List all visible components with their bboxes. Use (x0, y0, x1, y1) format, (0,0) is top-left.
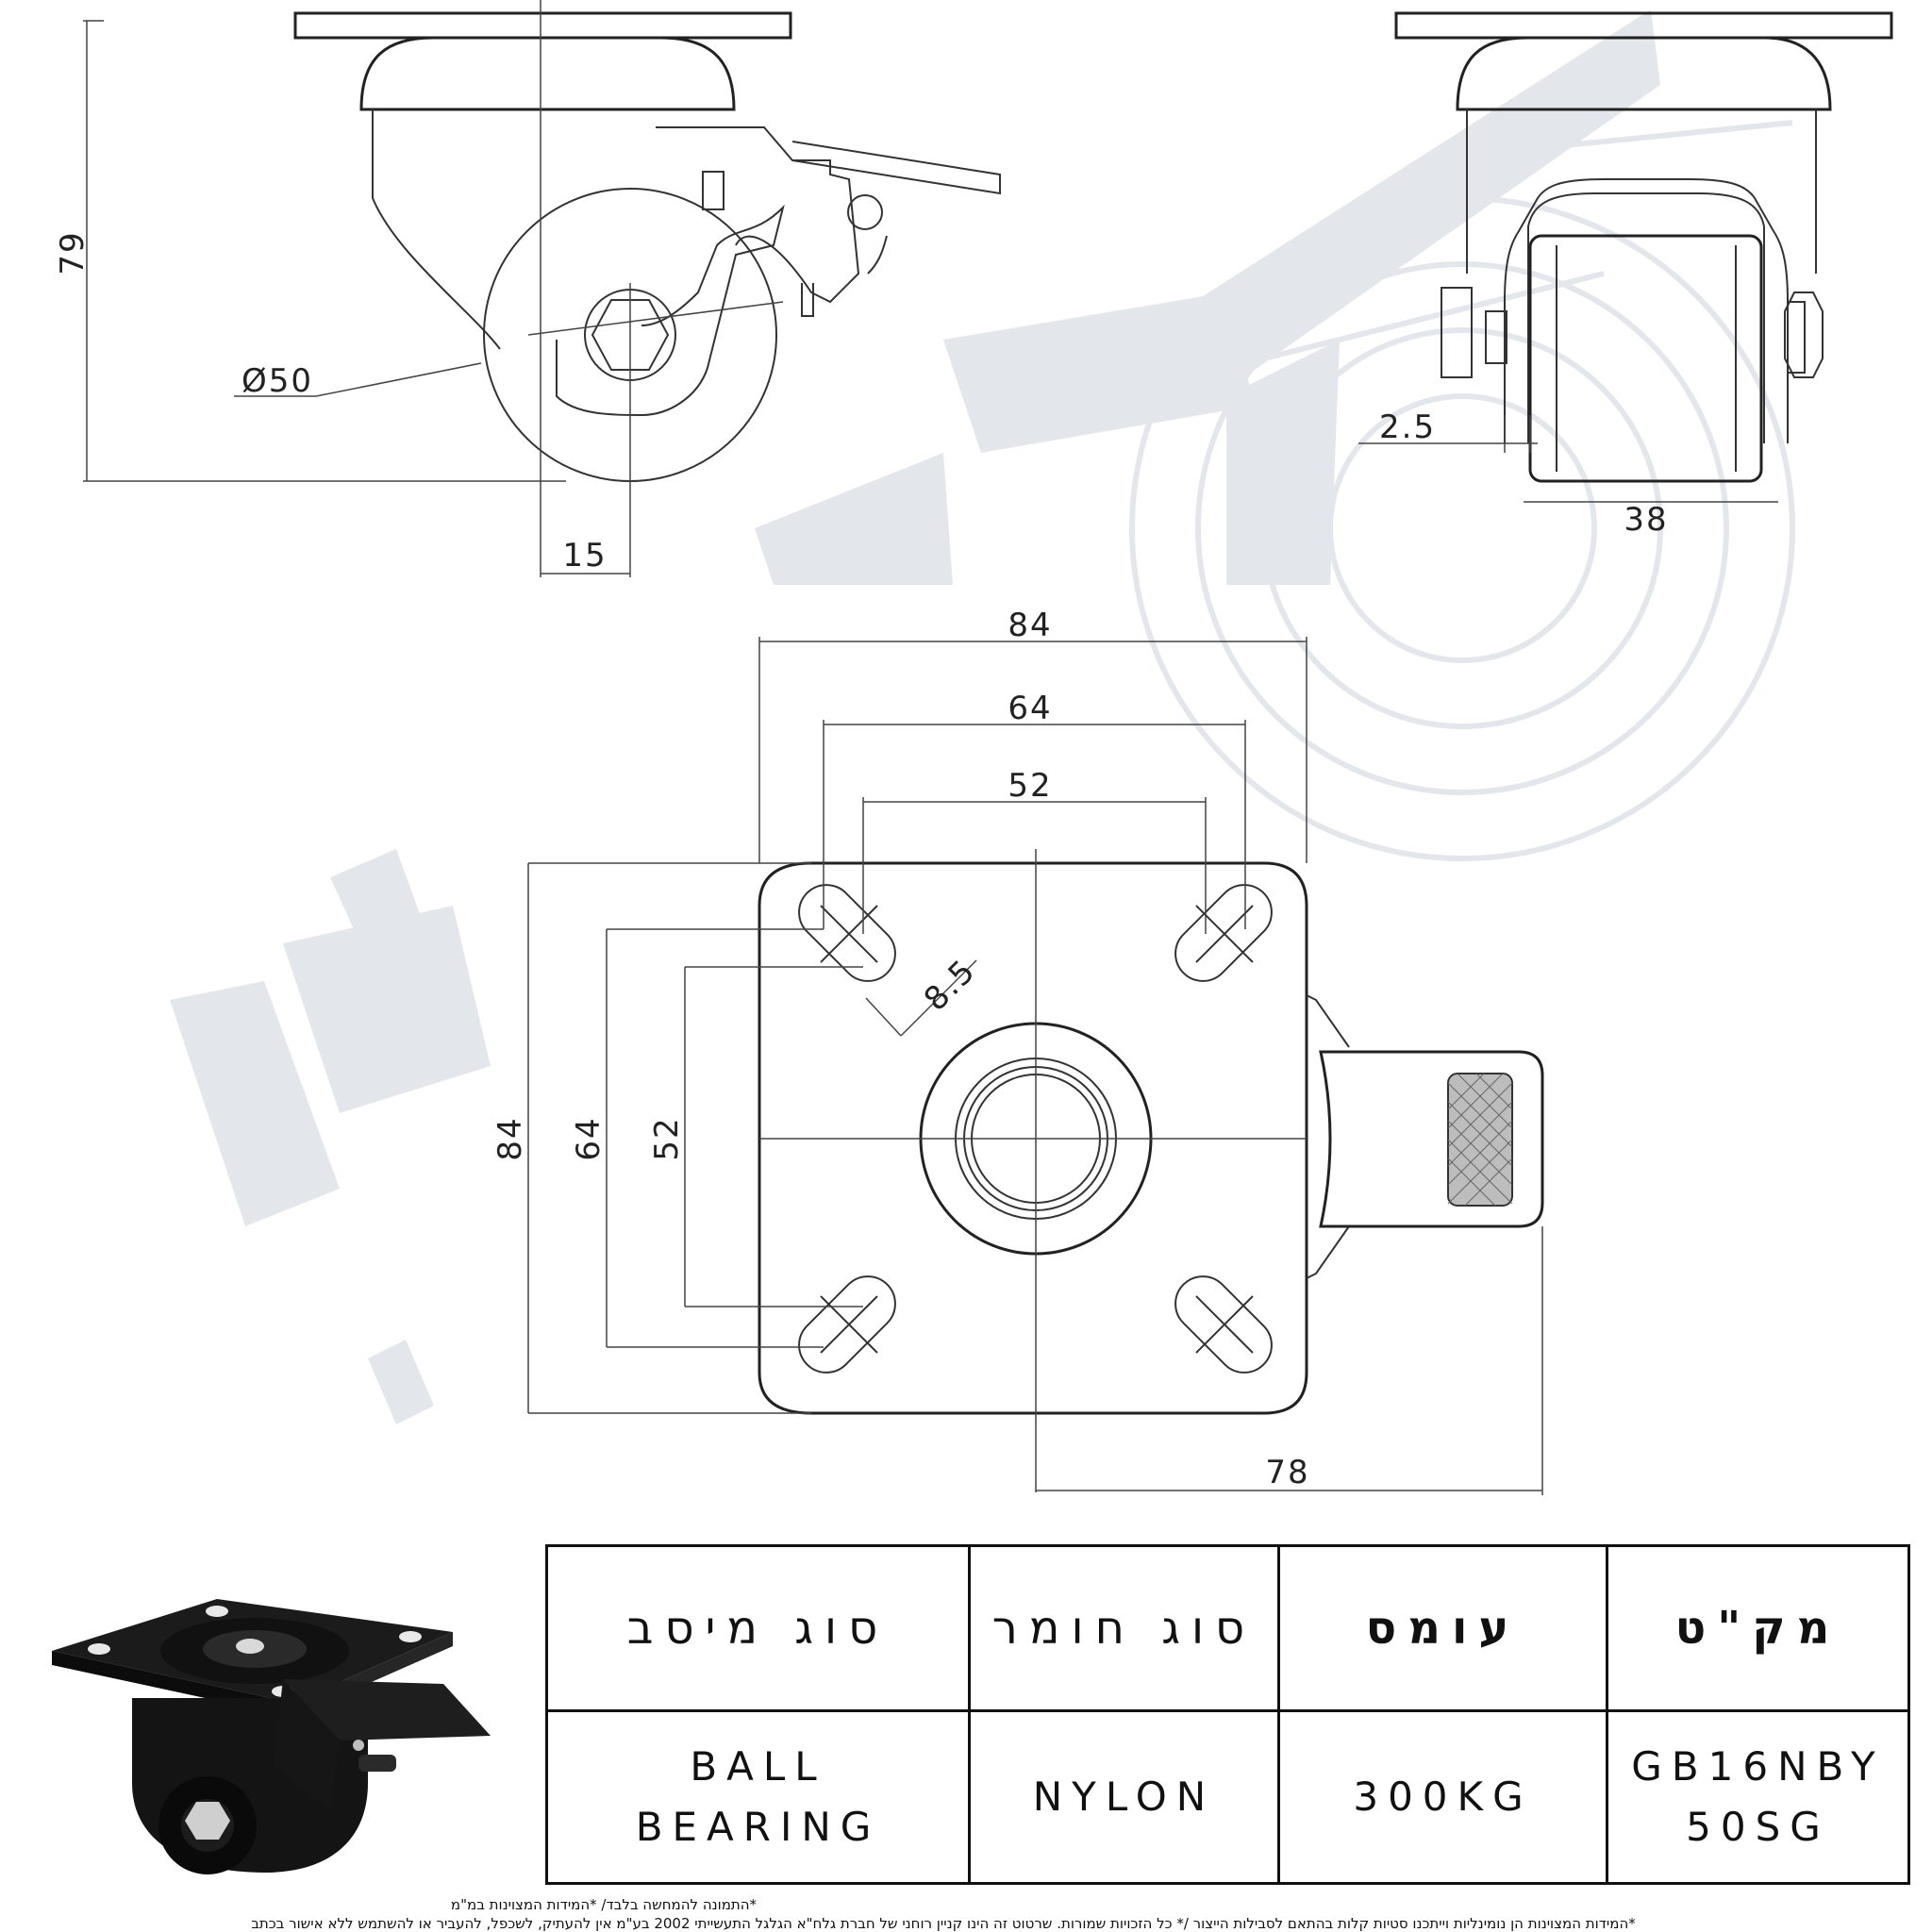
dim-52-top: 52 (1008, 767, 1052, 805)
dim-8-5: 8.5 (917, 952, 984, 1019)
top-plate (293, 11, 792, 40)
mounting-slots (798, 884, 1273, 1374)
header-material-type: סוג חומר (968, 1544, 1280, 1712)
dim-84-top: 84 (1008, 607, 1052, 644)
footnote-copyright: *המידות המצוינות הן נומינליות וייתכנו סט… (251, 1915, 1636, 1932)
swivel-housing (359, 36, 736, 111)
value-bearing-line1: BALL (690, 1743, 826, 1790)
value-sku-line2: 50SG (1686, 1804, 1830, 1850)
value-load: 300KG (1277, 1709, 1608, 1885)
value-bearing-line2: BEARING (635, 1804, 881, 1850)
dim-38: 38 (1624, 501, 1668, 539)
product-photo (52, 1599, 491, 1874)
value-sku-line1: GB16NBY (1631, 1743, 1885, 1790)
dim-79: 79 (54, 230, 92, 275)
dim-2-5: 2.5 (1379, 408, 1436, 446)
dim-64-top: 64 (1008, 690, 1052, 727)
front-view: 2.5 38 (1358, 11, 1893, 539)
top-view: 84 64 52 8.5 84 64 52 78 (491, 607, 1544, 1495)
dim-diameter-50: Ø50 (242, 362, 313, 400)
header-load: עומס (1277, 1544, 1608, 1712)
dim-84-left: 84 (491, 1116, 529, 1160)
mounting-plate (758, 861, 1308, 1415)
dim-15: 15 (562, 537, 607, 575)
value-material: NYLON (968, 1709, 1280, 1885)
header-sku: מק"ט (1606, 1544, 1910, 1712)
spec-table-values-row: BALL BEARING NYLON 300KG GB16NBY 50SG (545, 1709, 1910, 1885)
side-view: 79 Ø50 15 (54, 0, 1001, 577)
value-sku: GB16NBY 50SG (1606, 1709, 1910, 1885)
header-bearing-type: סוג מיסב (545, 1544, 971, 1712)
dim-64-left: 64 (570, 1116, 608, 1160)
spec-table: סוג מיסב סוג חומר עומס מק"ט BALL BEARING… (545, 1544, 1910, 1885)
value-bearing-type: BALL BEARING (545, 1709, 971, 1885)
spec-table-header-row: סוג מיסב סוג חומר עומס מק"ט (545, 1544, 1910, 1712)
axle-nut (591, 299, 670, 371)
wheel-front (1528, 234, 1763, 483)
dim-78: 78 (1265, 1454, 1309, 1491)
dim-52-left: 52 (648, 1116, 686, 1160)
footnote-illustration: *התמונה להמחשה בלבד/ *המידות המצוינות במ… (450, 1896, 758, 1913)
watermark-logo (170, 9, 1795, 1424)
